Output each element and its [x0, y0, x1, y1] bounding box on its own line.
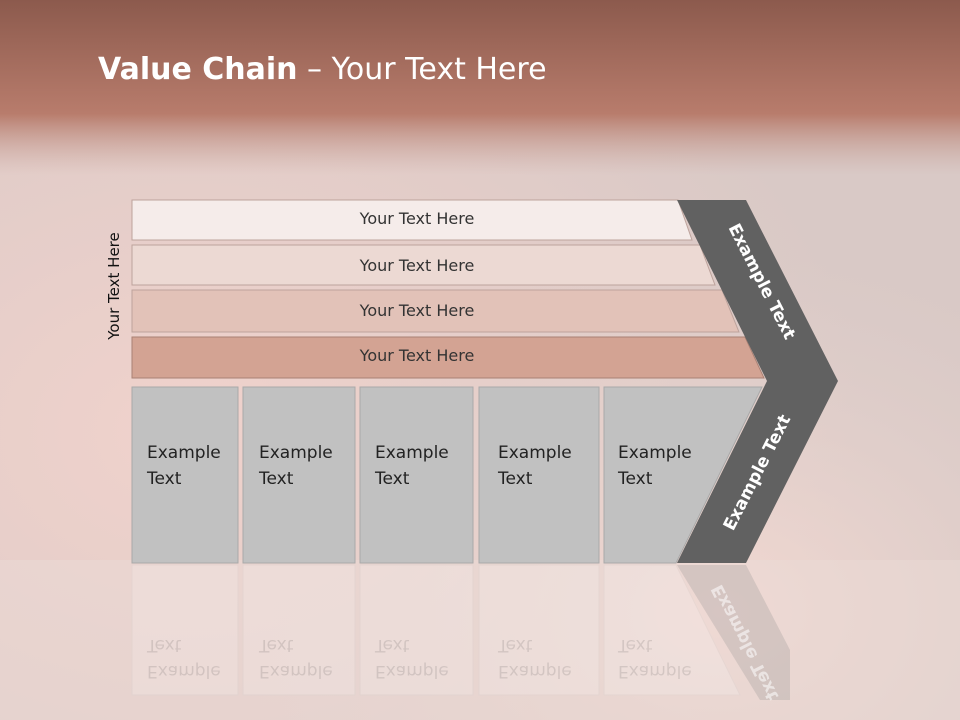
cell-label-4: Example Text	[498, 443, 572, 489]
row-bar-2	[131, 244, 716, 286]
cell-5	[603, 386, 763, 564]
row-label-3: Your Text Here	[359, 301, 475, 320]
cell-label-3: Example Text	[375, 443, 449, 489]
cell-1	[131, 386, 239, 564]
row-label-2: Your Text Here	[359, 256, 475, 275]
row-bar-4	[131, 336, 765, 379]
cell-label-3-reflection: Example Text	[375, 635, 449, 681]
row-bar-3	[131, 289, 740, 333]
cell-label-5-reflection: Example Text	[618, 635, 692, 681]
cell-label-5: Example Text	[618, 443, 692, 489]
row-bar-1	[131, 199, 693, 241]
cell-label-1-reflection: Example Text	[147, 635, 221, 681]
row-label-1: Your Text Here	[359, 209, 475, 228]
cell-3	[359, 386, 474, 564]
page-title: Value Chain – Your Text Here	[98, 52, 547, 87]
cell-label-2-reflection: Example Text	[259, 635, 333, 681]
chevron-arrow	[677, 200, 838, 563]
row-label-4: Your Text Here	[359, 346, 475, 365]
cell-2	[242, 386, 356, 564]
cell-label-1: Example Text	[147, 443, 221, 489]
cell-label-2: Example Text	[259, 443, 333, 489]
cell-4	[478, 386, 600, 564]
cell-label-4-reflection: Example Text	[498, 635, 572, 681]
